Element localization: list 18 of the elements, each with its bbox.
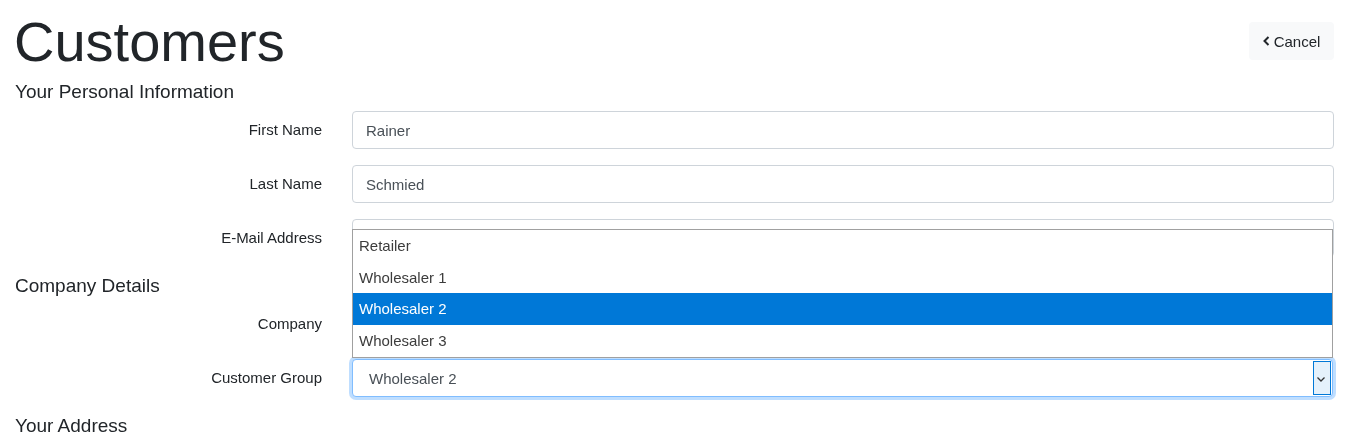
- dropdown-list: [352, 229, 1333, 358]
- dropdown-option: Retailer: [353, 230, 1332, 262]
- field-label: Customer Group: [210, 368, 322, 388]
- section-heading: Your Address: [15, 414, 128, 438]
- field-label: Last Name: [248, 174, 322, 194]
- section-heading: Company Details: [15, 274, 160, 298]
- input-field: Schmied: [352, 165, 1334, 203]
- input-field: Rainer: [352, 111, 1334, 149]
- dropdown-select: Wholesaler 2: [352, 359, 1333, 397]
- dropdown-option: Wholesaler 3: [353, 324, 1332, 356]
- selected-option: Wholesaler 2: [353, 293, 1332, 325]
- section-heading: Your Personal Information: [15, 80, 234, 104]
- field-label: E-Mail Address: [220, 228, 322, 248]
- cancel-button: Cancel: [1249, 22, 1334, 60]
- page-title: Customers: [14, 9, 285, 75]
- field-label: Company: [256, 314, 322, 334]
- dropdown-option: Wholesaler 1: [353, 261, 1332, 293]
- field-label: First Name: [247, 120, 322, 140]
